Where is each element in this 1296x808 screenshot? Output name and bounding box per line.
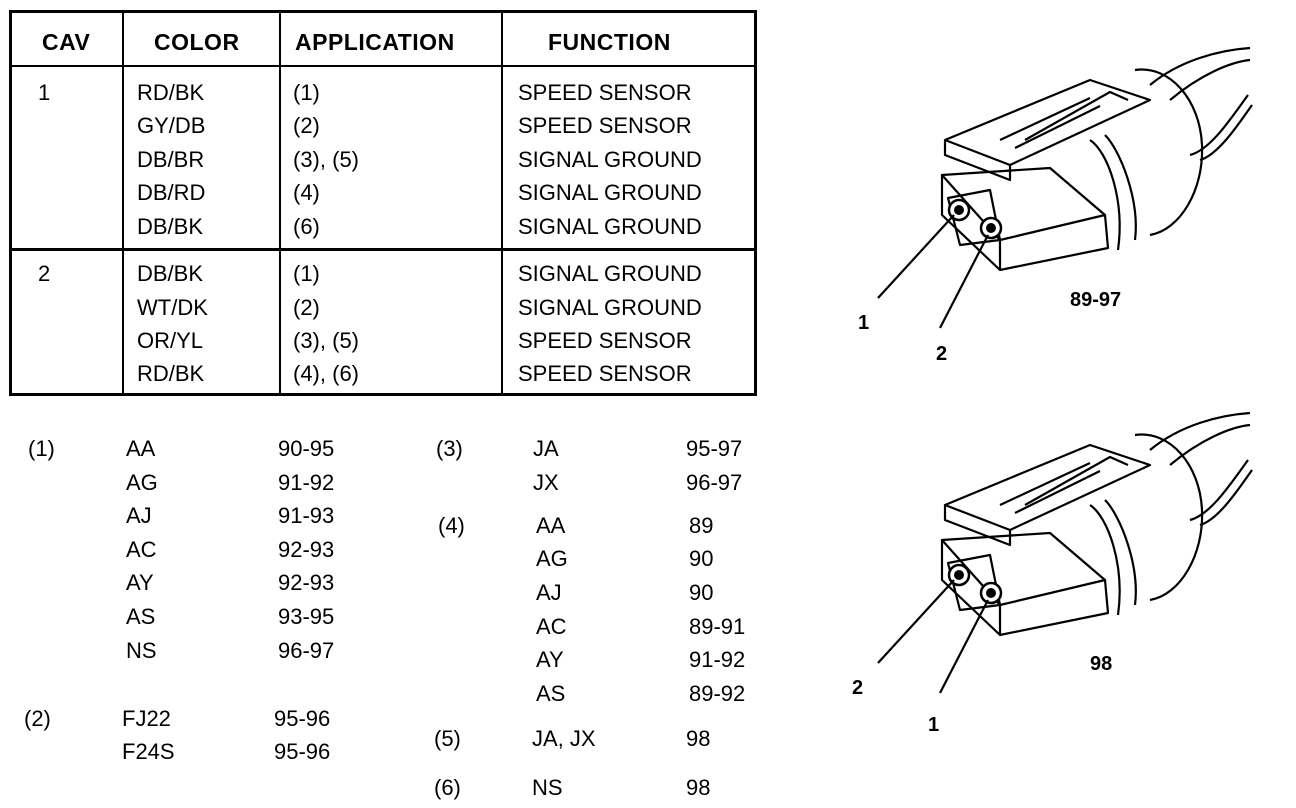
note-years: 98 (686, 775, 711, 800)
note-years: 89-91 (689, 614, 746, 639)
note-code: F24S (122, 739, 175, 764)
function-cell: SIGNAL GROUND (518, 261, 702, 286)
note-years: 96-97 (278, 638, 335, 663)
color-cell: RD/BK (137, 80, 205, 105)
application-cell: (2) (293, 295, 320, 320)
application-cell: (4), (6) (293, 361, 359, 386)
function-cell: SPEED SENSOR (518, 328, 692, 353)
note-code: JA (533, 436, 559, 461)
function-cell: SIGNAL GROUND (518, 295, 702, 320)
header-function: FUNCTION (548, 29, 671, 55)
application-cell: (3), (5) (293, 328, 359, 353)
application-cell: (1) (293, 261, 320, 286)
application-cell: (1) (293, 80, 320, 105)
header-color: COLOR (154, 29, 240, 55)
note-years: 89 (689, 513, 714, 538)
header-cav: CAV (42, 29, 91, 55)
connector-pinout-table: CAV COLOR APPLICATION FUNCTION 1 RD/BK (… (9, 10, 757, 396)
note-years: 92-93 (278, 537, 335, 562)
note-code: JX (533, 470, 559, 495)
note-years: 90 (689, 580, 714, 605)
col-divider-1 (122, 13, 124, 393)
note-years: 95-96 (274, 739, 331, 764)
connector-illustration-89-97 (877, 46, 1253, 329)
note-id: (1) (28, 436, 55, 461)
note-code: AC (126, 537, 157, 562)
note-years: 91-92 (689, 647, 746, 672)
note-code: AA (126, 436, 156, 461)
header-application: APPLICATION (295, 29, 455, 55)
note-years: 93-95 (278, 604, 335, 629)
cav-2: 2 (38, 261, 51, 286)
application-cell: (2) (293, 113, 320, 138)
cav-1: 1 (38, 80, 51, 105)
group-divider (12, 248, 754, 251)
color-cell: GY/DB (137, 113, 206, 138)
note-code: FJ22 (122, 706, 171, 731)
note-years: 95-96 (274, 706, 331, 731)
note-years: 90 (689, 546, 714, 571)
note-code: AS (126, 604, 156, 629)
figure-caption: 98 (1090, 653, 1113, 675)
note-code: AS (536, 681, 566, 706)
function-cell: SIGNAL GROUND (518, 214, 702, 239)
note-years: 98 (686, 726, 711, 751)
pin-label: 2 (936, 343, 948, 365)
header-divider (12, 65, 754, 67)
application-cell: (4) (293, 180, 320, 205)
note-code: NS (532, 775, 563, 800)
note-code: AY (536, 647, 564, 672)
note-years: 89-92 (689, 681, 746, 706)
function-cell: SPEED SENSOR (518, 361, 692, 386)
note-code: AA (536, 513, 566, 538)
function-cell: SPEED SENSOR (518, 113, 692, 138)
note-code: AJ (536, 580, 562, 605)
note-years: 92-93 (278, 570, 335, 595)
application-cell: (6) (293, 214, 320, 239)
pin-label: 1 (928, 714, 940, 736)
note-code: AG (536, 546, 568, 571)
pin-label: 2 (852, 677, 864, 699)
figure-caption: 89-97 (1070, 289, 1122, 311)
note-code: AG (126, 470, 158, 495)
note-id: (6) (434, 775, 461, 800)
note-years: 91-93 (278, 503, 335, 528)
color-cell: DB/BR (137, 147, 205, 172)
note-id: (2) (24, 706, 51, 731)
color-cell: WT/DK (137, 295, 208, 320)
note-code: AC (536, 614, 567, 639)
color-cell: DB/RD (137, 180, 206, 205)
note-years: 90-95 (278, 436, 335, 461)
note-code: AJ (126, 503, 152, 528)
color-cell: DB/BK (137, 214, 204, 239)
col-divider-2 (279, 13, 281, 393)
color-cell: RD/BK (137, 361, 205, 386)
color-cell: OR/YL (137, 328, 204, 353)
function-cell: SPEED SENSOR (518, 80, 692, 105)
connector-illustration-98 (877, 411, 1253, 694)
note-code: NS (126, 638, 157, 663)
color-cell: DB/BK (137, 261, 204, 286)
note-years: 91-92 (278, 470, 335, 495)
col-divider-3 (501, 13, 503, 393)
note-years: 96-97 (686, 470, 743, 495)
note-code: JA, JX (532, 726, 596, 751)
note-years: 95-97 (686, 436, 743, 461)
note-code: AY (126, 570, 154, 595)
function-cell: SIGNAL GROUND (518, 147, 702, 172)
function-cell: SIGNAL GROUND (518, 180, 702, 205)
note-id: (3) (436, 436, 463, 461)
note-id: (5) (434, 726, 461, 751)
pin-label: 1 (858, 312, 870, 334)
note-id: (4) (438, 513, 465, 538)
application-cell: (3), (5) (293, 147, 359, 172)
